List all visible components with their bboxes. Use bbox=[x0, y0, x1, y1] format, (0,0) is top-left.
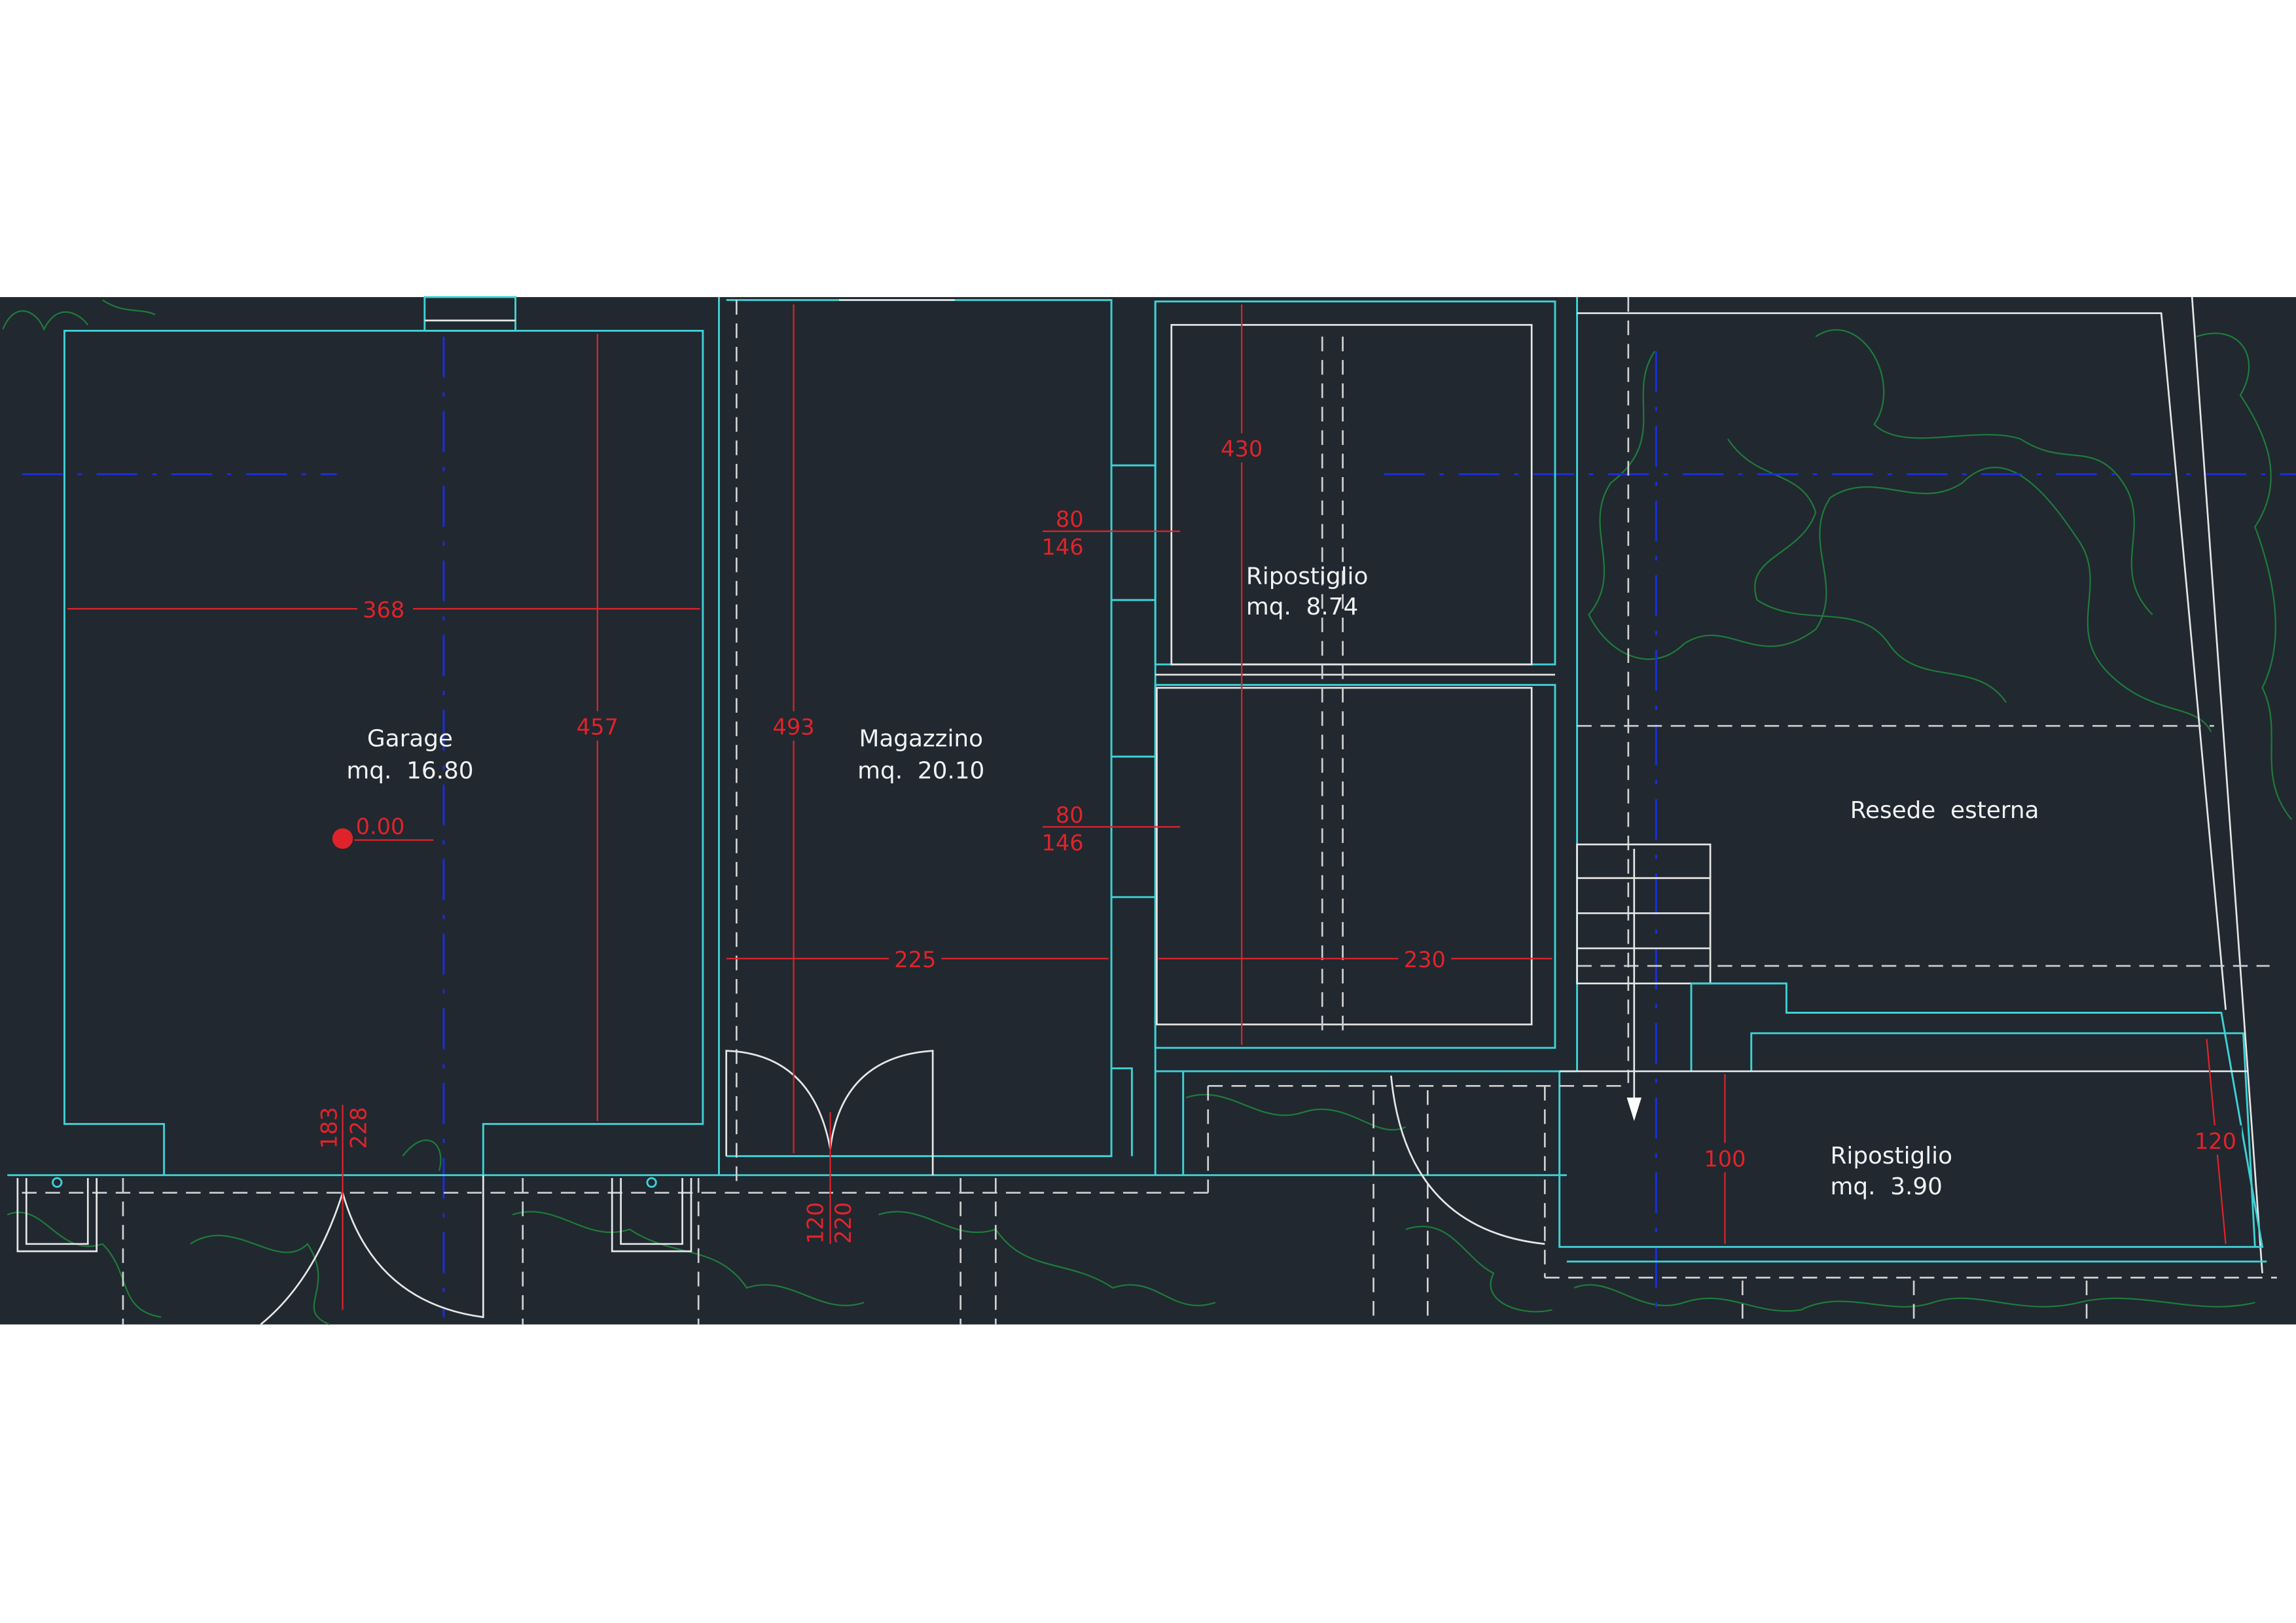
vegetation-outlines bbox=[2, 299, 2293, 1325]
elevation-value: 0.00 bbox=[356, 814, 405, 840]
dim-magazzino-door-a: 120 bbox=[802, 1202, 828, 1244]
dim-garage-width: 368 bbox=[363, 597, 404, 623]
elevation-marker-icon bbox=[332, 828, 353, 849]
dim-window-2-top: 80 bbox=[1056, 802, 1084, 828]
dimensions: 368 457 493 225 230 430 80 146 80 146 18… bbox=[67, 304, 2242, 1310]
dim-magazzino-door-b: 220 bbox=[831, 1202, 856, 1244]
garage-window bbox=[423, 296, 516, 332]
dim-ripostiglio-small-right: 120 bbox=[2195, 1128, 2236, 1154]
exterior-door bbox=[1390, 1075, 1545, 1245]
stair-arrow-icon bbox=[1626, 1097, 1641, 1121]
dim-window-1-bottom: 146 bbox=[1042, 535, 1084, 560]
cad-canvas bbox=[0, 296, 2296, 1325]
dim-window-2-bottom: 146 bbox=[1042, 830, 1084, 855]
planter-center bbox=[611, 1178, 692, 1253]
dim-ripostiglio-depth: 430 bbox=[1221, 437, 1263, 462]
dim-magazzino-depth: 493 bbox=[773, 715, 815, 740]
room-resede-name: Resede esterna bbox=[1850, 797, 2039, 824]
dim-garage-depth: 457 bbox=[577, 715, 619, 740]
garage-wall bbox=[63, 329, 704, 1175]
dim-ripostiglio-width: 230 bbox=[1404, 947, 1446, 972]
room-ripostiglio-small-area: mq. 3.90 bbox=[1831, 1173, 1943, 1200]
room-labels: Garage mq. 16.80 Magazzino mq. 20.10 Rip… bbox=[346, 563, 2039, 1200]
dim-magazzino-width: 225 bbox=[894, 947, 936, 972]
dim-window-1-top: 80 bbox=[1056, 507, 1084, 532]
garage-door-leaf-left bbox=[260, 1192, 344, 1325]
axis-lines bbox=[22, 336, 2296, 1317]
dim-ripostiglio-small-left: 100 bbox=[1704, 1146, 1746, 1171]
room-ripostiglio-small-name: Ripostiglio bbox=[1831, 1143, 1952, 1169]
walls bbox=[7, 296, 2277, 1325]
room-garage-name: Garage bbox=[367, 725, 453, 752]
dim-garage-door-a: 183 bbox=[317, 1107, 342, 1149]
stairs bbox=[1576, 843, 1712, 1121]
room-magazzino-name: Magazzino bbox=[859, 725, 982, 752]
room-ripostiglio-area: mq. 8.74 bbox=[1246, 594, 1358, 620]
room-garage-area: mq. 16.80 bbox=[346, 758, 473, 785]
room-ripostiglio-name: Ripostiglio bbox=[1246, 563, 1368, 590]
ripostiglio-lower bbox=[1154, 684, 1556, 1049]
room-magazzino-area: mq. 20.10 bbox=[857, 758, 984, 785]
dim-garage-door-b: 228 bbox=[346, 1107, 371, 1149]
planter-left bbox=[16, 1178, 98, 1253]
ripostiglio-small-wall bbox=[1558, 982, 2264, 1248]
garage-door-leaf-right bbox=[342, 1175, 484, 1319]
